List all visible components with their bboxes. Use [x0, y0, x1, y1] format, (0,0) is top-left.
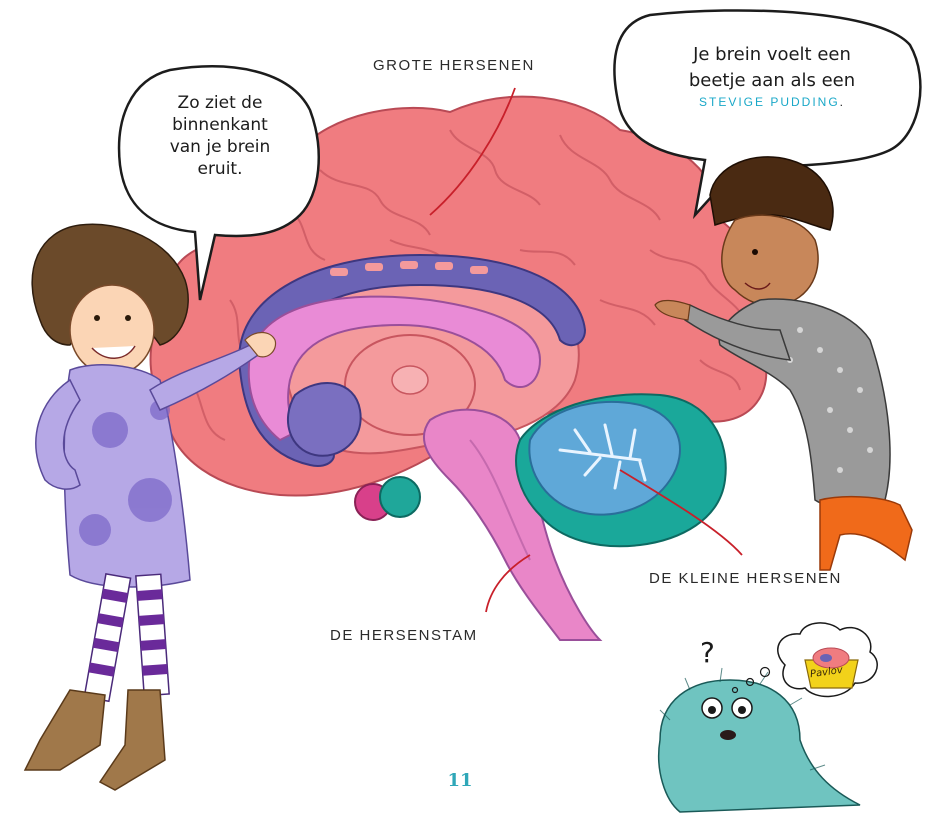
- dog-character: [659, 623, 878, 812]
- bubble-right-period: .: [840, 95, 845, 109]
- bubble-right-line-2: beetje aan als een: [622, 68, 922, 94]
- question-mark: ?: [700, 636, 715, 669]
- label-cerebrum: GROTE HERSENEN: [373, 57, 535, 74]
- bubble-left-text: Zo ziet de binnenkant van je brein eruit…: [130, 92, 310, 180]
- bubble-left-line-3: van je brein: [130, 136, 310, 158]
- bubble-right-line-3: STEVIGE PUDDING.: [622, 94, 922, 111]
- bubble-left-line-1: Zo ziet de: [130, 92, 310, 114]
- label-brainstem: DE HERSENSTAM: [330, 627, 478, 644]
- bubble-left-line-2: binnenkant: [130, 114, 310, 136]
- page-number: 11: [440, 770, 480, 791]
- bubble-right-text: Je brein voelt een beetje aan als een ST…: [622, 42, 922, 112]
- bubble-right-line-1: Je brein voelt een: [622, 42, 922, 68]
- label-cerebellum: DE KLEINE HERSENEN: [649, 570, 842, 587]
- stevige-pudding-highlight: STEVIGE PUDDING: [699, 95, 840, 109]
- bubble-left-line-4: eruit.: [130, 158, 310, 180]
